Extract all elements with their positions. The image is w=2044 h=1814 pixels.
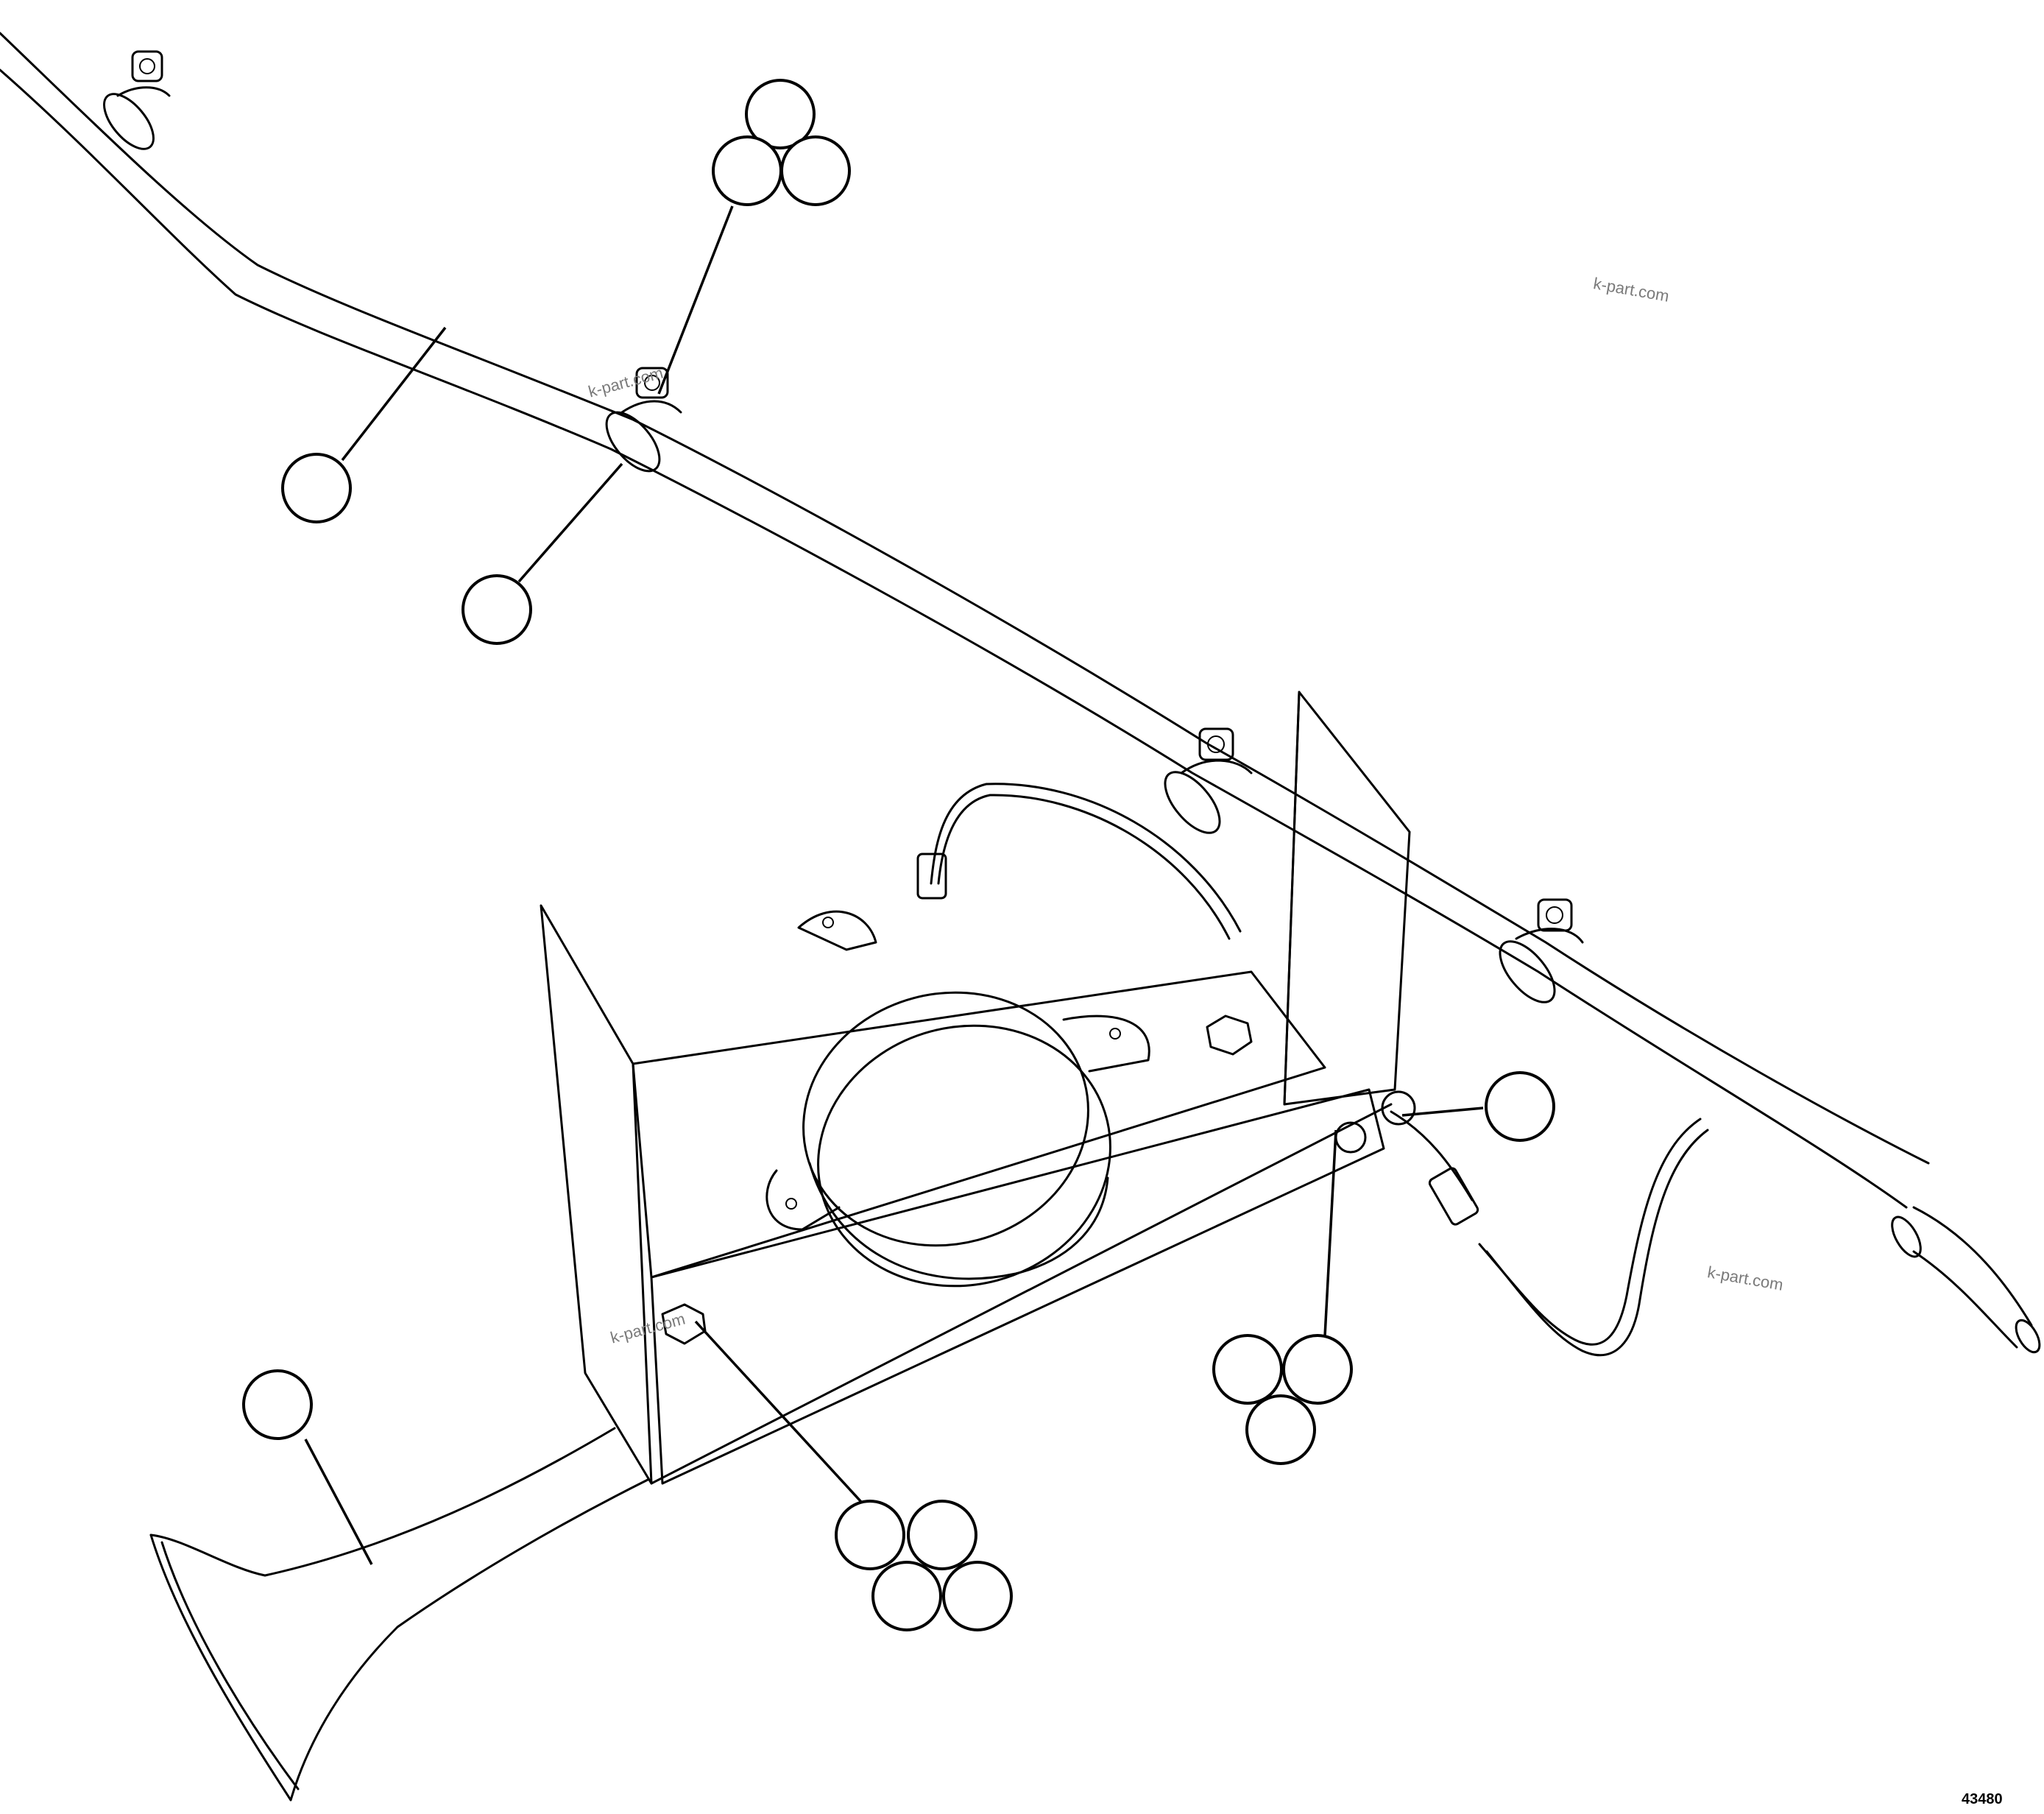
- horn-body: [765, 910, 1150, 1288]
- hose-clamp-1: [103, 50, 171, 150]
- callout-balloon: [242, 1369, 313, 1440]
- callout-balloon: [745, 79, 816, 149]
- callout-balloon: [712, 135, 782, 206]
- callout-balloon: [907, 1500, 977, 1570]
- callout-balloon: [1245, 1394, 1316, 1465]
- hose-clamp-2: [605, 367, 682, 473]
- trumpet-horn: [149, 1427, 649, 1801]
- callout-balloon: [942, 1561, 1013, 1631]
- callout-balloons: [242, 79, 1555, 1631]
- callout-balloon: [835, 1500, 905, 1570]
- hose-clamp-4: [1499, 898, 1584, 1003]
- bracket-bolt-upper: [1206, 1014, 1253, 1056]
- callout-balloon: [281, 453, 352, 523]
- figure-number: 43480: [1962, 1791, 2003, 1807]
- callout-balloon: [780, 135, 851, 206]
- horn-wire: [916, 783, 1242, 940]
- side-connector: [1334, 1090, 1709, 1356]
- callout-balloon: [871, 1561, 942, 1631]
- wiring-harness-hose: [0, 32, 2041, 1354]
- hose-clamp-3: [1164, 727, 1253, 834]
- horn-mounting-bracket: [540, 691, 1411, 1485]
- callout-balloon: [1485, 1071, 1555, 1142]
- callout-balloon: [1282, 1334, 1353, 1405]
- leader-lines: [304, 205, 1484, 1565]
- callout-balloon: [462, 574, 532, 645]
- callout-balloon: [1212, 1334, 1283, 1405]
